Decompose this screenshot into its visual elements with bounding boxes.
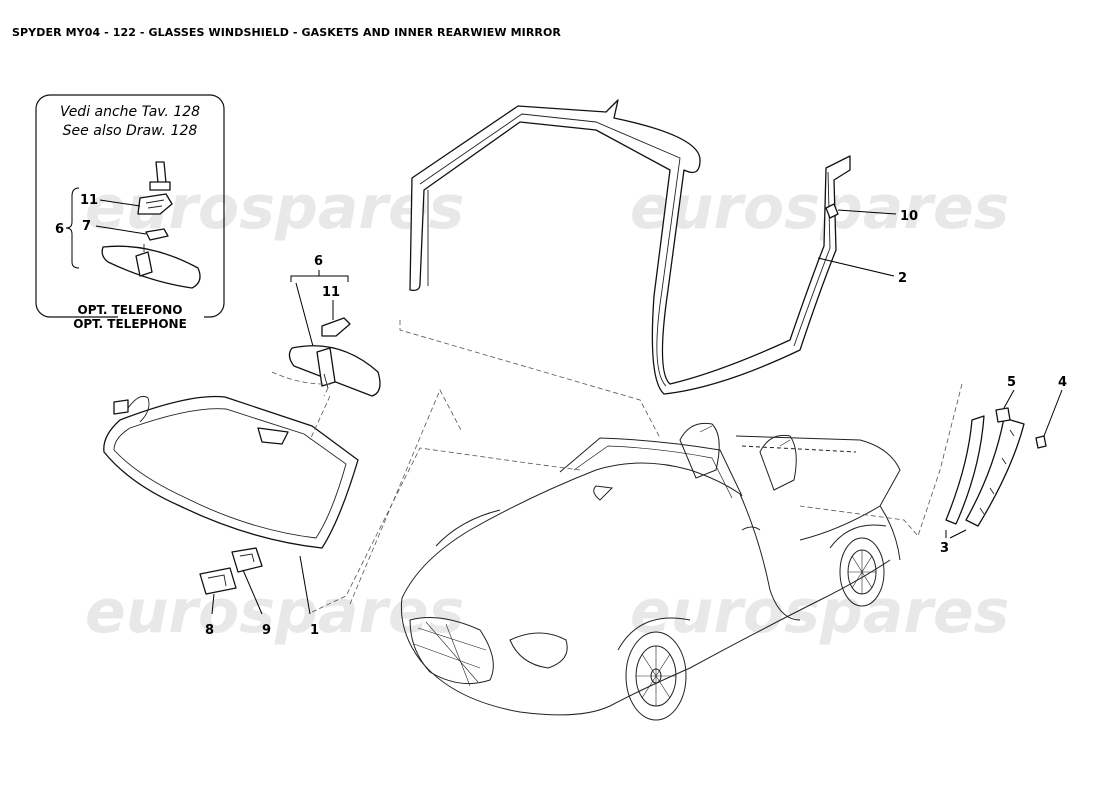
door-gasket: 2 10 — [409, 99, 918, 395]
callout-2: 2 — [898, 271, 907, 286]
inset-callout-11: 11 — [80, 193, 98, 208]
callout-11-mirror: 11 — [322, 285, 340, 300]
callout-6: 6 — [314, 254, 323, 269]
ref-line-gasket — [399, 320, 661, 439]
reference-lines — [309, 320, 963, 613]
pillar-clip-5 — [995, 407, 1011, 423]
inset-note-italian: Vedi anche Tav. 128 — [60, 104, 200, 120]
callout-3: 3 — [940, 541, 949, 556]
callout-4: 4 — [1058, 375, 1067, 390]
inset-group-label: 6 — [55, 222, 64, 237]
ref-line-windshield — [311, 447, 581, 613]
diagram-title: SPYDER MY04 - 122 - GLASSES WINDSHIELD -… — [12, 26, 561, 39]
callout-9: 9 — [262, 623, 271, 638]
car-side-sill — [609, 559, 891, 707]
callout-1: 1 — [310, 623, 319, 638]
inset-brace — [65, 187, 80, 269]
rearview-mirror — [288, 345, 381, 397]
mirror-group-bracket — [290, 275, 349, 282]
inset-callout-7: 7 — [82, 219, 91, 234]
car-seat-left — [679, 422, 720, 479]
car-seat-right — [759, 434, 797, 491]
car-side-mirror — [593, 485, 614, 501]
pillar-seal — [945, 415, 985, 525]
pillar-trim: 5 4 3 — [940, 375, 1067, 556]
door-gasket-outline — [409, 99, 851, 395]
inset-opt-english: OPT. TELEPHONE — [73, 317, 187, 331]
inset-clip — [145, 228, 169, 241]
car-door-handle — [741, 526, 761, 531]
car-door-line — [739, 493, 801, 621]
windshield-mirror-mount — [257, 427, 289, 445]
car-hood-line — [401, 462, 741, 599]
windshield: 1 — [103, 395, 359, 638]
gasket-clip-10 — [825, 203, 839, 219]
car-grille — [409, 617, 494, 685]
pillar-cover — [965, 417, 1025, 527]
windshield-connector — [113, 399, 129, 415]
inset-opt-italian: OPT. TELEFONO — [78, 303, 183, 317]
callout-5: 5 — [1007, 375, 1016, 390]
mirror-group: 6 11 — [271, 254, 381, 397]
car-windshield-frame — [559, 437, 743, 497]
mirror-bracket — [321, 317, 351, 337]
car-rear-wheel — [839, 537, 885, 607]
pillar-screw-4 — [1035, 435, 1047, 449]
windshield-clips: 9 8 — [199, 547, 271, 638]
inset-note-english: See also Draw. 128 — [63, 123, 198, 139]
windshield-frame — [103, 395, 359, 549]
callout-10: 10 — [900, 209, 918, 224]
car-front-wheel — [625, 631, 687, 721]
inset-connector — [155, 161, 167, 184]
watermark-bottom-right: eurospares — [630, 577, 1009, 647]
inset-bracket — [137, 193, 173, 215]
callout-8: 8 — [205, 623, 214, 638]
car-outline — [400, 422, 901, 721]
clip-9 — [231, 547, 263, 573]
car-front-bumper — [400, 597, 611, 716]
clip-8 — [199, 567, 237, 595]
inset-box: Vedi anche Tav. 128 See also Draw. 128 O… — [35, 94, 225, 331]
car-headlight — [509, 632, 568, 669]
ref-line-pillar — [799, 383, 963, 537]
watermark-top-right: eurospares — [630, 173, 1009, 243]
